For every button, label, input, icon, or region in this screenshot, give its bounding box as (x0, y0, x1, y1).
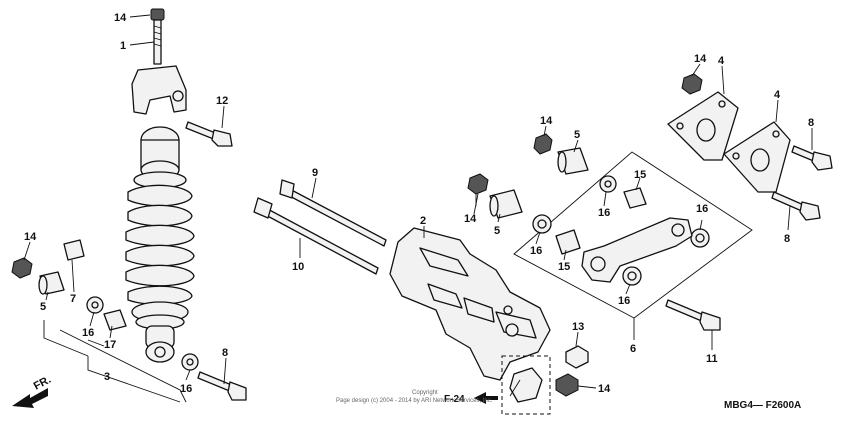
label-14: 14 (540, 115, 553, 127)
label-15: 15 (558, 261, 570, 273)
collar-5-mid[interactable] (489, 189, 523, 219)
label-12: 12 (216, 95, 228, 107)
nut-13[interactable] (565, 345, 589, 369)
label-15: 15 (634, 169, 646, 181)
label-9: 9 (312, 167, 318, 179)
label-4: 4 (718, 55, 725, 67)
label-17: 17 (104, 339, 116, 351)
bushing-15-lower[interactable] (555, 229, 581, 255)
label-14: 14 (114, 12, 127, 24)
label-7: 7 (70, 293, 76, 305)
label-16: 16 (180, 383, 192, 395)
label-16: 16 (696, 203, 708, 215)
label-14: 14 (24, 231, 37, 243)
link-arm-6[interactable] (581, 217, 693, 283)
bolt-8-bottom[interactable] (197, 371, 247, 401)
label-10: 10 (292, 261, 304, 273)
label-sticker-7[interactable] (63, 239, 85, 261)
label-8: 8 (222, 347, 228, 359)
nut-14-left[interactable] (11, 257, 33, 279)
label-4: 4 (774, 89, 781, 101)
dust-seal-16-d[interactable] (622, 266, 642, 286)
collar-5-top[interactable] (557, 147, 589, 175)
plate-4-right[interactable] (723, 121, 791, 193)
bushing-15-upper[interactable] (623, 187, 647, 209)
dust-seal-16-c[interactable] (690, 228, 710, 248)
label-5: 5 (574, 129, 580, 141)
dust-seal-16-bottom[interactable] (181, 353, 199, 371)
dust-seal-16-a[interactable] (532, 214, 552, 234)
bolt-12[interactable] (185, 121, 233, 147)
plate-4-left[interactable] (667, 91, 739, 161)
label-11: 11 (706, 353, 718, 365)
label-3: 3 (104, 371, 110, 383)
callout-labels: 14 1 12 14 5 7 16 17 3 16 8 9 10 2 14 5 … (24, 12, 814, 395)
front-label: FR. (32, 374, 53, 393)
frame-bracket-2[interactable] (389, 227, 551, 381)
diagram-code: MBG4— F2600A (724, 400, 801, 411)
label-8: 8 (784, 233, 790, 245)
label-16: 16 (598, 207, 610, 219)
front-arrow-icon (12, 388, 48, 408)
leader-lines (23, 14, 813, 389)
bolt-11[interactable] (665, 299, 721, 331)
copyright-line-1: Copyright (412, 390, 438, 396)
label-8: 8 (808, 117, 814, 129)
reference-label[interactable]: F-24 (444, 394, 465, 405)
bolt-8-upper-right[interactable] (791, 145, 833, 171)
nut-14-lower-right[interactable] (555, 373, 579, 397)
bolt-10[interactable] (253, 197, 379, 275)
label-1: 1 (120, 40, 126, 52)
label-5: 5 (40, 301, 46, 313)
nut-14-upper-right[interactable] (681, 73, 703, 95)
bolt-8-lower-right[interactable] (771, 191, 821, 221)
label-16: 16 (618, 295, 630, 307)
collar-5-left[interactable] (38, 271, 65, 295)
bushing-17[interactable] (103, 309, 127, 331)
label-14: 14 (464, 213, 477, 225)
label-13: 13 (572, 321, 584, 333)
reference-detail-box (501, 355, 551, 415)
label-14: 14 (694, 53, 707, 65)
shock-absorber[interactable] (125, 8, 195, 363)
label-14: 14 (598, 383, 611, 395)
label-16: 16 (82, 327, 94, 339)
reference-arrow (474, 392, 498, 404)
dust-seal-16-b[interactable] (599, 175, 617, 193)
dust-seal-16-left[interactable] (86, 296, 104, 314)
nut-14-top-mid[interactable] (533, 133, 553, 155)
copyright-line-2: Page design (c) 2004 - 2014 by ARI Netwo… (336, 398, 493, 404)
nut-14-mid[interactable] (467, 173, 489, 195)
label-5: 5 (494, 225, 500, 237)
bolt-9[interactable] (279, 179, 387, 247)
label-16: 16 (530, 245, 542, 257)
label-6: 6 (630, 343, 636, 355)
label-2: 2 (420, 215, 426, 227)
